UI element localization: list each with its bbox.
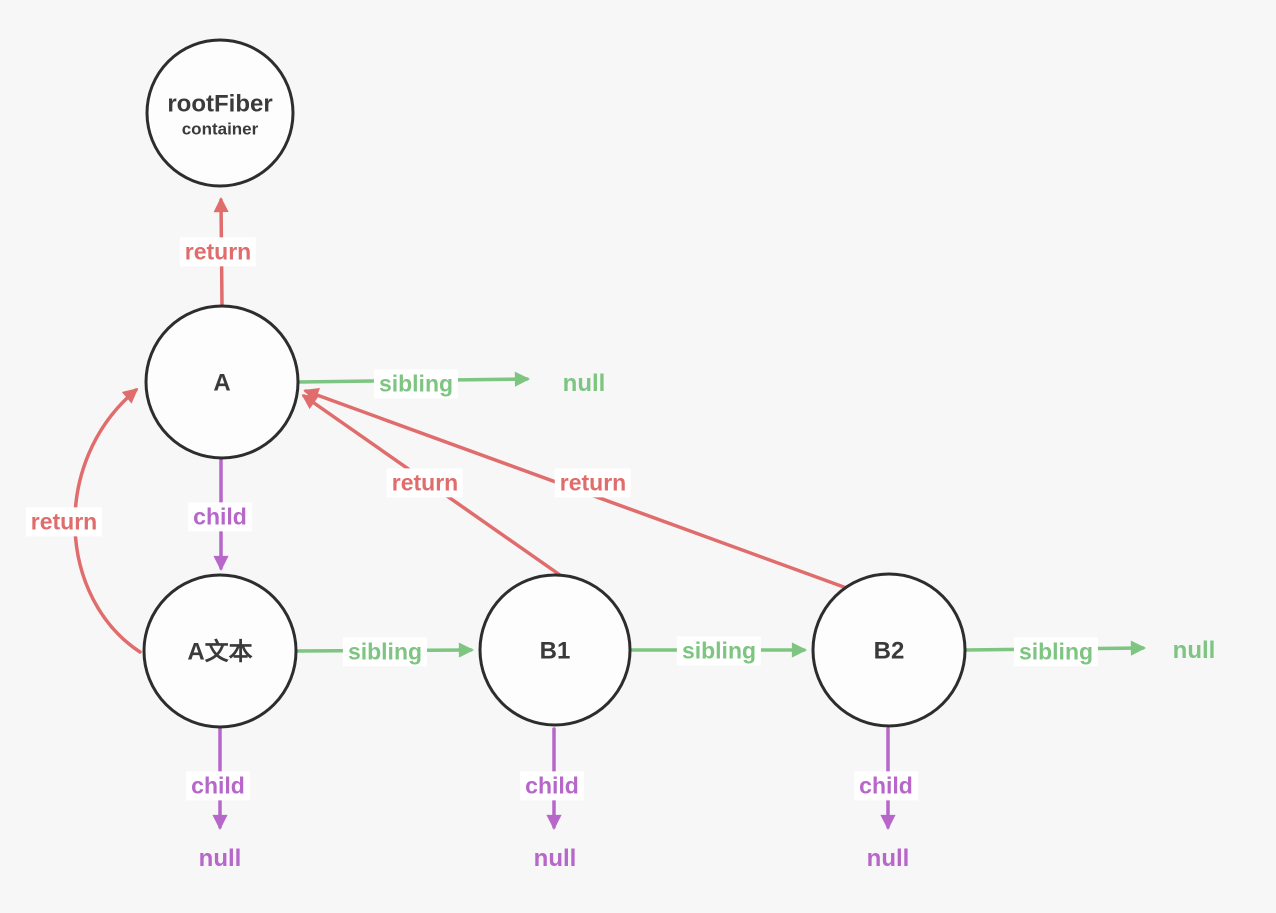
sibling-b2-to-null-arrow xyxy=(964,640,1147,656)
nodes-layer xyxy=(142,38,967,729)
sibling-a-to-null-arrow xyxy=(297,371,531,387)
node-a-text-circle xyxy=(142,573,298,729)
node-b1-circle xyxy=(478,573,632,727)
return-a-to-rootfiber-arrow xyxy=(213,196,229,307)
edges-layer xyxy=(73,196,1147,831)
node-rootfiber-circle xyxy=(145,38,295,188)
return-b1-to-a-arrow xyxy=(301,394,562,577)
return-a-text-to-a-arrow xyxy=(73,388,142,654)
node-b2-circle xyxy=(811,572,967,728)
node-a-circle xyxy=(144,304,300,460)
return-b2-to-a-arrow xyxy=(303,388,854,592)
sibling-a-text-to-b1-arrow xyxy=(295,642,475,658)
